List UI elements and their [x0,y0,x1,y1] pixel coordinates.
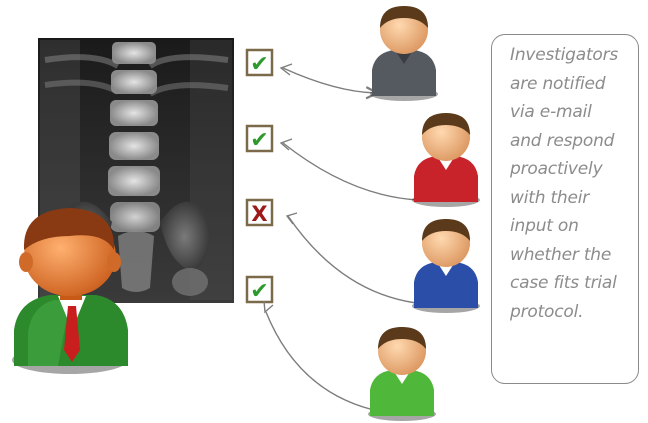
note-text: Investigators are notified via e-mail an… [510,41,634,326]
check-icon: ✔ [250,279,268,304]
note-line: input on [510,212,634,241]
check-icon: ✔ [250,52,268,77]
note-line: and respond [510,127,634,156]
note-line: with their [510,184,634,213]
note-line: are notified [510,70,634,99]
arrow-4 [266,312,383,412]
investigator-avatar-green [368,327,436,421]
note-line: via e-mail [510,98,634,127]
investigator-avatar-blue [412,219,480,313]
investigator-avatar-red [412,113,480,207]
note-line: case fits trial [510,269,634,298]
arrow-1 [283,68,376,93]
checklist-item-1: ✔ [247,50,272,77]
checklist-item-4: ✔ [247,277,272,304]
info-note: Investigators are notified via e-mail an… [491,34,639,384]
checklist-item-3: X [247,200,272,226]
arrow-3 [288,216,416,303]
investigator-avatar-gray [370,6,438,101]
checklist: ✔ ✔ X ✔ [247,50,272,304]
check-icon: ✔ [250,128,268,153]
cross-icon: X [251,202,267,226]
checklist-item-2: ✔ [247,126,272,153]
note-line: Investigators [510,41,634,70]
arrow-2 [283,143,418,200]
note-line: whether the [510,241,634,270]
note-line: proactively [510,155,634,184]
note-line: protocol. [510,298,634,327]
